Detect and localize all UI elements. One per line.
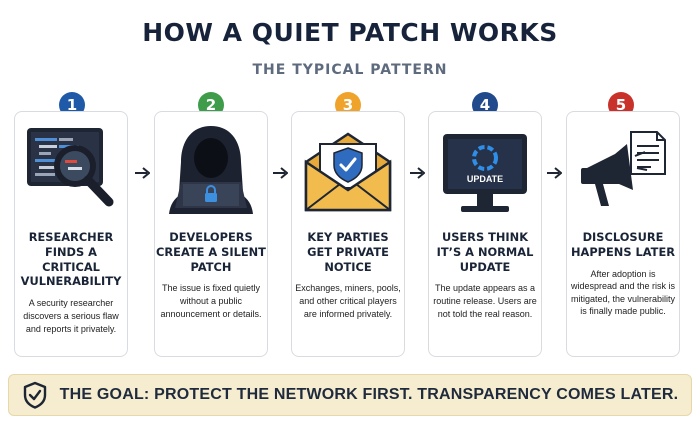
step-2-card: DEVELOPERS CREATE A SILENT PATCH The iss… (154, 111, 268, 357)
shield-check-icon (23, 381, 46, 409)
arrow-right-icon (273, 167, 288, 179)
step-5-heading: DISCLOSURE HAPPENS LATER (570, 230, 676, 259)
step-1-card: RESEARCHER FINDS A CRITICAL VULNERABILIT… (14, 111, 128, 357)
step-1-description: A security researcher discovers a seriou… (23, 298, 119, 334)
step-1-heading: RESEARCHER FINDS A CRITICAL VULNERABILIT… (20, 230, 122, 289)
monitor-screen-text: UPDATE (467, 174, 503, 184)
step-3-heading: KEY PARTIES GET PRIVATE NOTICE (307, 230, 389, 274)
arrow-right-icon (547, 167, 562, 179)
step-3-description: Exchanges, miners, pools, and other crit… (295, 283, 401, 319)
goal-text: THE GOAL: PROTECT THE NETWORK FIRST. TRA… (59, 386, 679, 403)
step-4-description: The update appears as a routine release.… (433, 283, 537, 319)
monitor-update-icon: UPDATE (435, 120, 535, 220)
step-5-description: After adoption is widespread and the ris… (570, 268, 676, 317)
step-4-heading: USERS THINK IT’S A NORMAL UPDATE (436, 230, 534, 274)
envelope-shield-icon (298, 120, 398, 220)
step-4-card: UPDATE USERS THINK IT’S A NORMAL UPDATE … (428, 111, 542, 357)
goal-banner: THE GOAL: PROTECT THE NETWORK FIRST. TRA… (8, 374, 692, 416)
hooded-developer-laptop-icon (161, 120, 261, 220)
megaphone-document-icon (573, 120, 673, 220)
step-3-card: KEY PARTIES GET PRIVATE NOTICE Exchanges… (291, 111, 405, 357)
arrow-right-icon (410, 167, 425, 179)
page-title: HOW A QUIET PATCH WORKS (142, 18, 558, 47)
arrow-right-icon (135, 167, 150, 179)
step-5-card: DISCLOSURE HAPPENS LATER After adoption … (566, 111, 680, 357)
code-screen-magnifier-icon (21, 120, 121, 220)
page-subtitle: THE TYPICAL PATTERN (252, 62, 448, 78)
step-2-description: The issue is fixed quietly without a pub… (160, 283, 262, 319)
step-2-heading: DEVELOPERS CREATE A SILENT PATCH (156, 230, 266, 274)
